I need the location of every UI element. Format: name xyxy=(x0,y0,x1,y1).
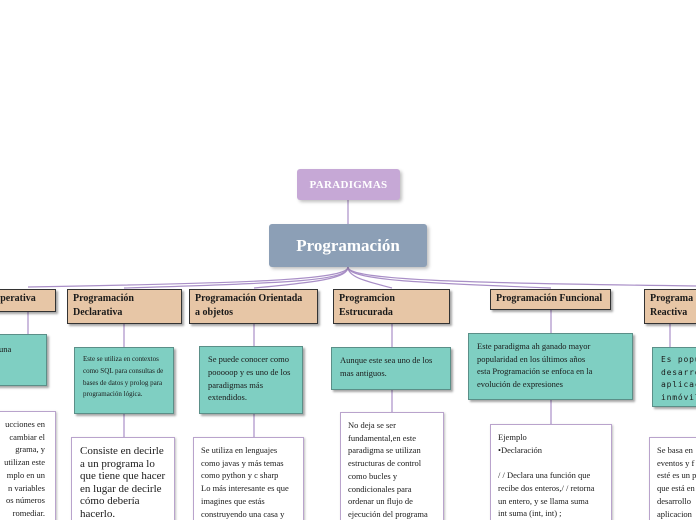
detail-reactiva[interactable]: Se basa en eventos y f esté es un p que … xyxy=(649,437,696,520)
category-orientada-objetos[interactable]: Programación Orientada a objetos xyxy=(189,289,318,324)
detail-estructurada[interactable]: No deja se ser fundamental,en este parad… xyxy=(340,412,444,520)
category-imperativa[interactable]: Imperativa xyxy=(0,289,56,312)
detail-imperativa[interactable]: ucciones en cambiar el grama, y utilizan… xyxy=(0,411,56,520)
detail-declarativa[interactable]: Consiste en decirle a un programa lo que… xyxy=(71,437,175,520)
summary-imperativa[interactable]: una xyxy=(0,334,47,386)
detail-funcional[interactable]: Ejemplo •Declaración / / Declara una fun… xyxy=(490,424,612,520)
root-node-paradigmas[interactable]: PARADIGMAS xyxy=(297,169,400,200)
connector-center-reactiva xyxy=(347,266,696,287)
connector-center-oop xyxy=(253,266,349,289)
detail-orientada-objetos[interactable]: Se utiliza en lenguajes como javas y más… xyxy=(193,437,304,520)
summary-orientada-objetos[interactable]: Se puede conocer como pooooop y es uno d… xyxy=(199,346,303,414)
summary-estructurada[interactable]: Aunque este sea uno de los mas antiguos. xyxy=(331,347,451,390)
summary-reactiva[interactable]: Es popu desarro aplicac inmóvil xyxy=(652,347,696,407)
category-estructurada[interactable]: Programcion Estrucurada xyxy=(333,289,450,324)
central-node-programacion[interactable]: Programación xyxy=(269,224,427,267)
category-reactiva[interactable]: Programa Reactiva xyxy=(644,289,696,324)
connector-center-funcional xyxy=(347,266,552,289)
category-declarativa[interactable]: Programación Declarativa xyxy=(67,289,182,324)
summary-funcional[interactable]: Este paradigma ah ganado mayor popularid… xyxy=(468,333,633,400)
category-funcional[interactable]: Programación Funcional xyxy=(490,289,611,310)
summary-declarativa[interactable]: Este se utiliza en contextos como SQL pa… xyxy=(74,347,174,414)
connector-center-imperativa xyxy=(27,266,349,288)
